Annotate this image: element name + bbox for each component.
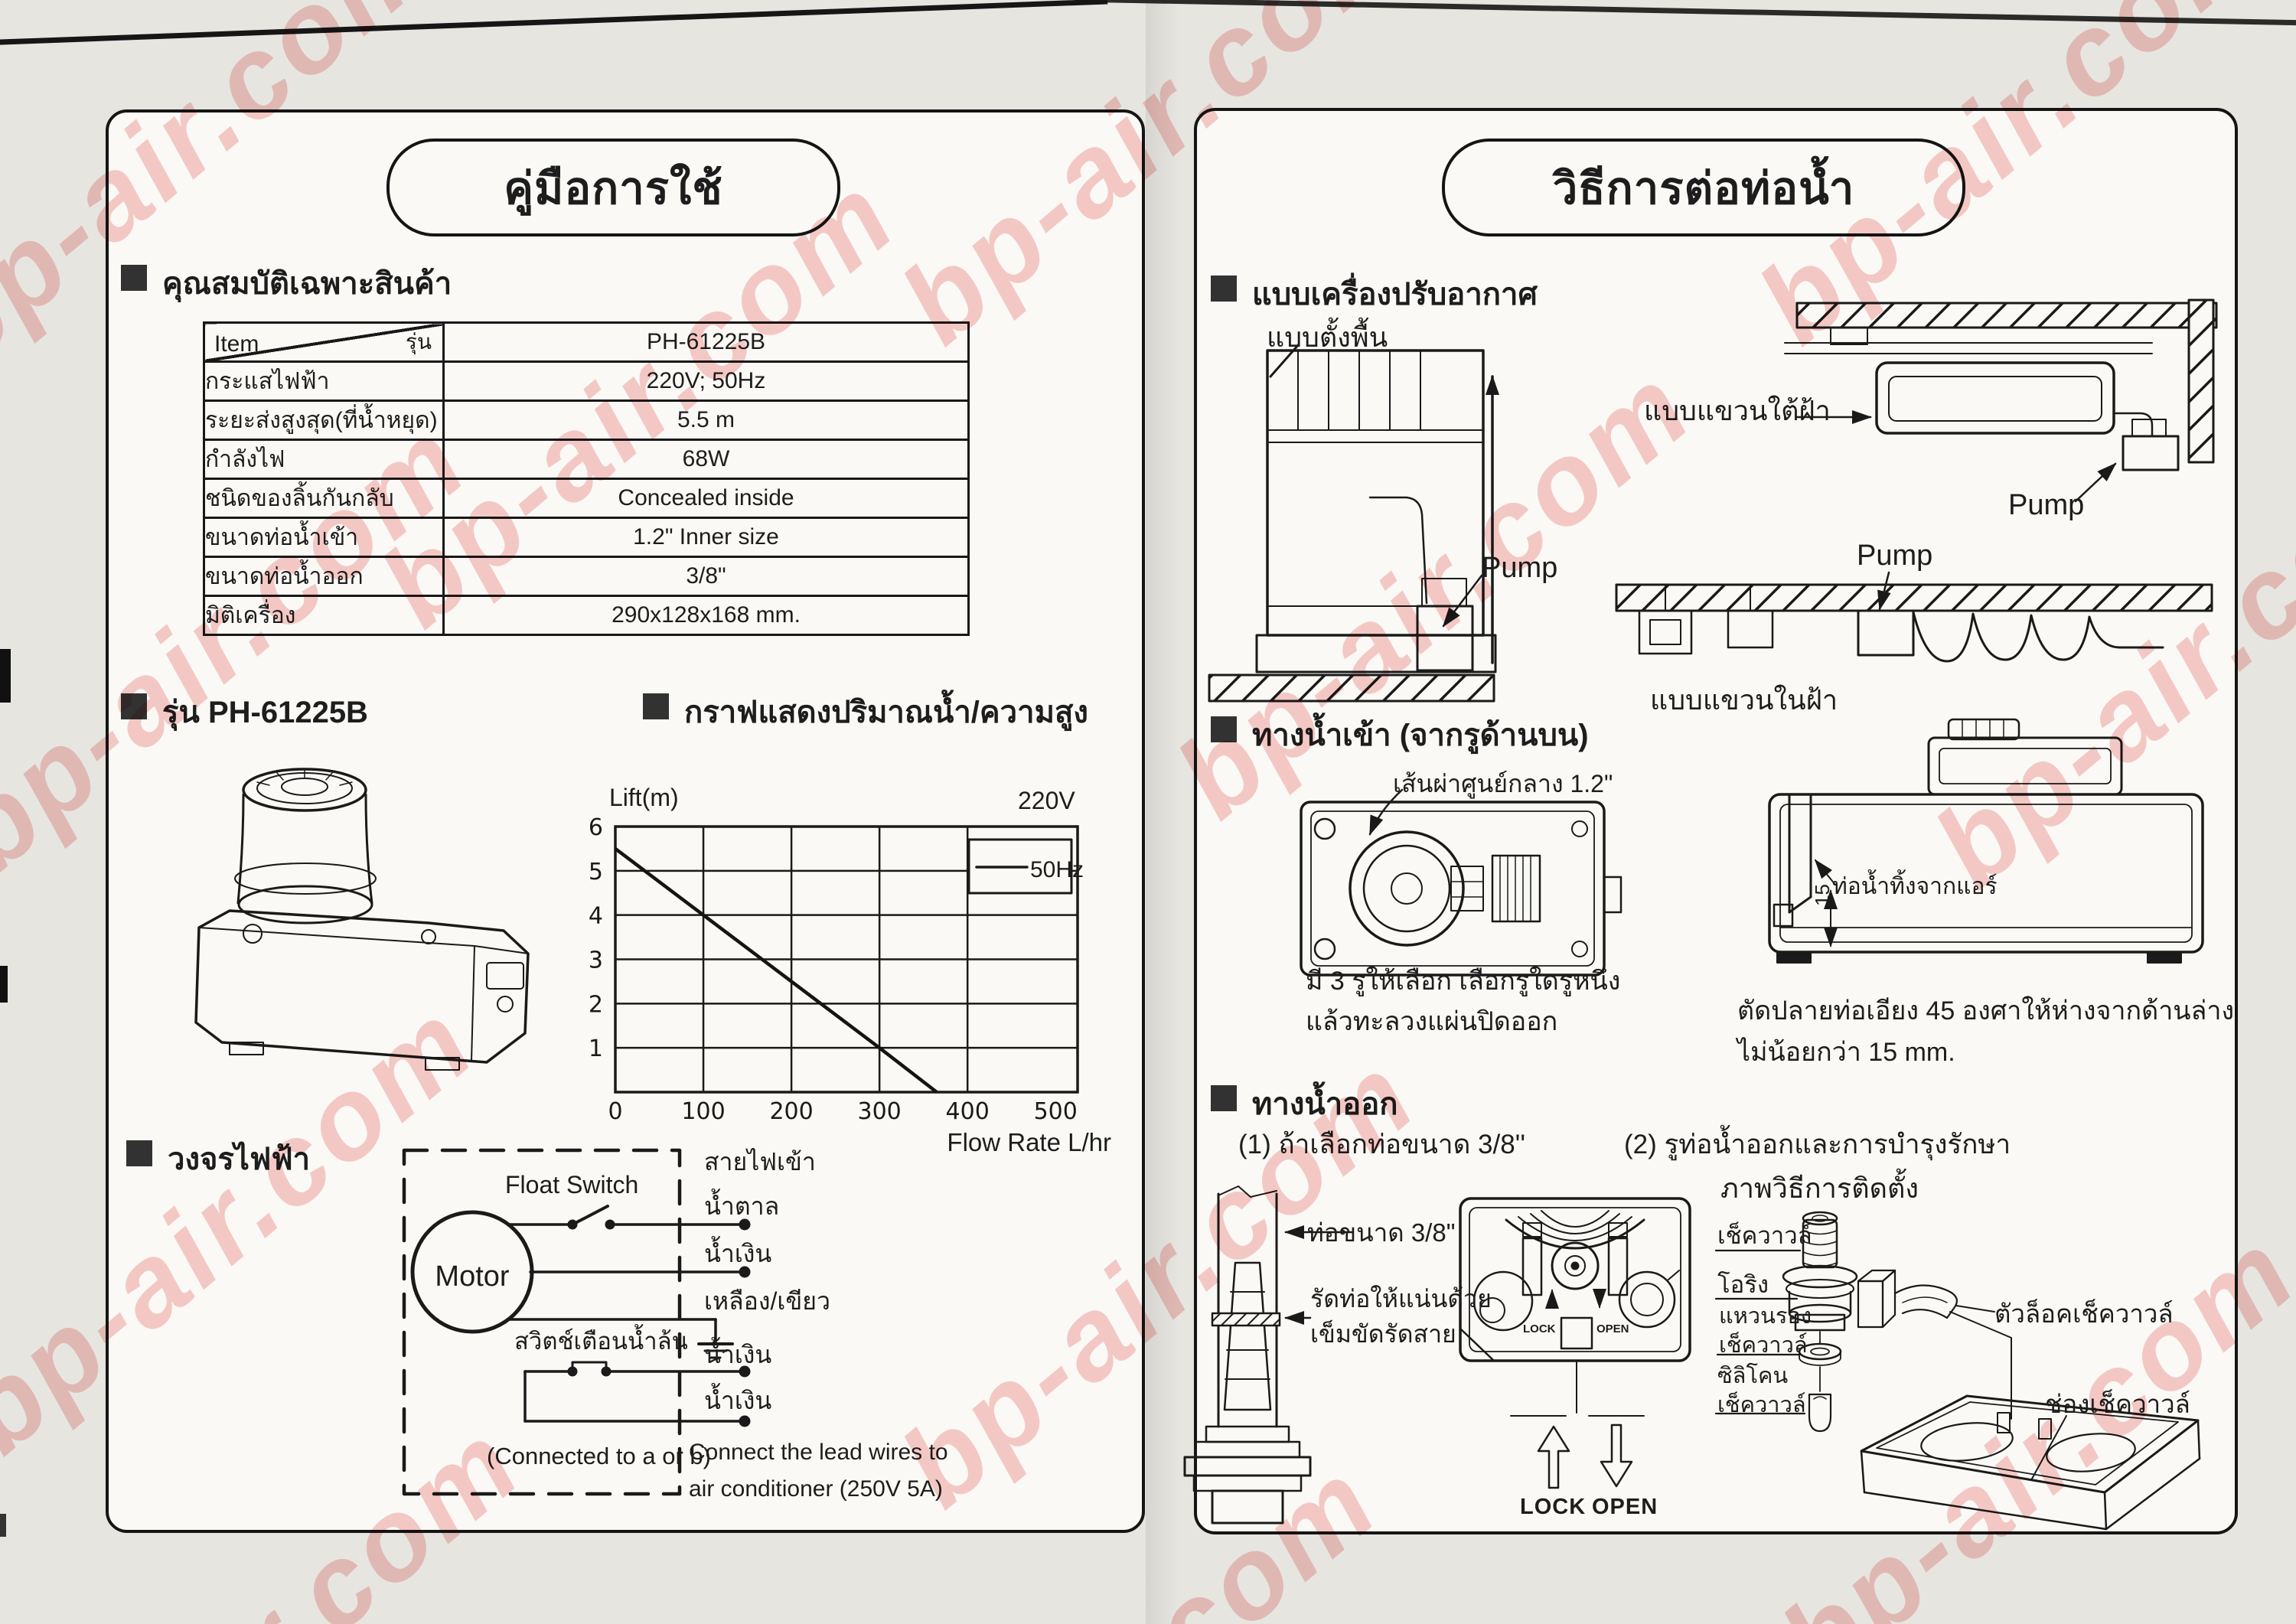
wire-brown-label: น้ำตาล [704,1192,780,1220]
inlet-section-heading: ทางน้ำเข้า (จากรูด้านบน) [1211,710,1589,759]
wire-yellow-green-label: เหลือง/เขียว [704,1287,830,1315]
pipe-size-label: ท่อขนาด 3/8" [1307,1218,1456,1247]
lock-small-label: LOCK [1523,1322,1556,1335]
lock-label: LOCK [1520,1495,1587,1519]
overflow-wire-blue2-label: น้ำเงิน [704,1387,772,1414]
chart-ylabel: Lift(m) [609,784,679,811]
scan-edge-mark [0,966,8,1003]
chart-legend-label: 50Hz [1030,857,1084,882]
washer-label: แหวนรอง เช็ควาวล์ [1719,1304,1812,1358]
pump-label-under-ceiling: Pump [2008,489,2085,521]
left-page-title-text: คู่มือการใช้ [504,163,723,214]
bullet-square-icon [121,693,147,719]
check-valve-label: เช็ควาวล์ [1717,1222,1812,1249]
overflow-wire-blue1-label: น้ำเงิน [704,1341,772,1368]
connect-note: Connect the lead wires to air conditione… [689,1440,948,1502]
in-ceiling-type-label: แบบแขวนในฝ้า [1650,684,1838,716]
overflow-switch-label: สวิตช์เตือนน้ำล้น [514,1328,688,1355]
open-label: OPEN [1592,1495,1658,1519]
outlet-section-heading: ทางน้ำออก [1211,1079,1397,1128]
clamp-note: รัดท่อให้แน่นด้วย เข็มขัดรัดสาย [1310,1285,1492,1348]
table-row: ระยะส่งสูงสุด(ที่น้ำหยุด)5.5 m [203,399,970,441]
bullet-square-icon [121,265,147,291]
chart-xlabel: Flow Rate L/hr [947,1128,1111,1156]
spec-section-heading: คุณสมบัติเฉพาะสินค้า [121,259,452,308]
float-switch-label: Float Switch [505,1171,639,1198]
wire-blue-label: น้ำเงิน [704,1240,772,1267]
scan-artifact-line [1094,0,2296,26]
chart-section-heading: กราฟแสดงปริมาณน้ำ/ความสูง [643,687,1088,736]
scan-edge-mark [0,649,11,703]
under-ceiling-type-label: แบบแขวนใต้ฝ้า [1644,395,1831,426]
floor-type-label: แบบตั้งพื้น [1267,321,1388,353]
scan-artifact-line [0,0,1108,45]
bullet-square-icon [126,1140,152,1166]
circuit-section-heading: วงจรไฟฟ้า [126,1134,310,1183]
drain-pipe-label: ท่อน้ำทิ้งจากแอร์ [1832,874,1998,899]
bullet-square-icon [1211,276,1237,302]
dim-15-label: 15 [1811,884,1834,906]
right-page-title-text: วิธีการต่อท่อน้ำ [1552,163,1855,214]
bullet-square-icon [1211,1085,1237,1111]
chart-voltage-note: 220V [1018,787,1075,814]
pump-label-in-ceiling: Pump [1857,540,1933,572]
inlet-diameter-label: เส้นผ่าศูนย์กลาง 1.2" [1393,770,1613,797]
page-gutter-shadow [1146,0,1195,1624]
valve-slot-label: ช่องเช็ควาวล์ [2045,1390,2190,1418]
scan-edge-mark [0,1514,6,1537]
table-row: Item รุ่น PH-61225B [203,321,970,363]
o-ring-label: โอริง [1717,1271,1769,1298]
install-heading: ภาพวิธีการติดตั้ง [1720,1172,1919,1204]
valve-lock-label: ตัวล็อคเช็ควาวล์ [1994,1300,2174,1328]
right-page-title: วิธีการต่อท่อน้ำ [1442,139,1965,236]
bullet-square-icon [1211,716,1237,742]
corner-item-label: Item [214,331,259,357]
bullet-square-icon [643,693,669,719]
ac-types-section-heading: แบบเครื่องปรับอากาศ [1211,269,1538,318]
power-in-label: สายไฟเข้า [704,1148,816,1176]
outlet-option1: (1) ถ้าเลือกท่อขนาด 3/8'' [1238,1130,1526,1159]
model-value: PH-61225B [442,321,970,363]
corner-model-label: รุ่น [405,330,432,354]
open-small-label: OPEN [1596,1322,1629,1335]
connected-note: (Connected to a or b) [487,1443,711,1469]
model-section-heading: รุ่น PH-61225B [121,687,368,736]
inlet-cut-note: ตัดปลายท่อเอียง 45 องศาให้ห่างจากด้านล่า… [1737,996,2235,1068]
outlet-option2: (2) รูท่อน้ำออกและการบำรุงรักษา [1624,1130,2011,1159]
silicone-label: ซิลิโคน เช็ควาวล์ [1717,1364,1806,1417]
inlet-hole-note: มี 3 รูให้เลือก เลือกรูใดรูหนึ่ง แล้วทะล… [1306,967,1621,1036]
left-page-title: คู่มือการใช้ [386,139,840,236]
table-corner-cell: Item รุ่น [203,321,445,363]
pump-label-floor: Pump [1482,552,1558,584]
motor-label: Motor [435,1260,510,1293]
